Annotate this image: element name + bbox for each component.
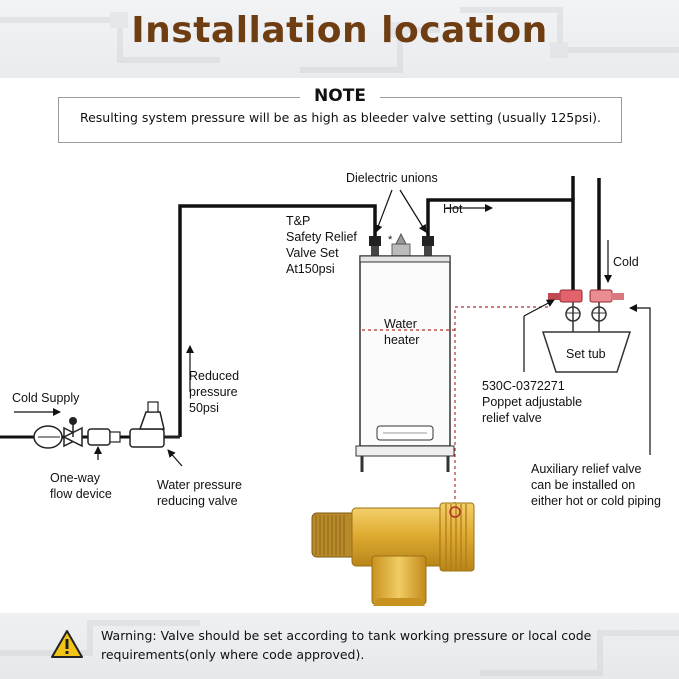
warning-triangle-icon: [51, 630, 83, 658]
dielectric-unions-label: Dielectric unions: [346, 171, 438, 185]
note-label: NOTE: [300, 86, 380, 106]
union-pointer-right: [399, 189, 427, 233]
reduced-pressure-label: Reduced pressure 50psi: [189, 369, 240, 415]
auxiliary-valve-label: Auxiliary relief valve can be installed …: [531, 462, 661, 508]
hot-faucet: [565, 300, 581, 332]
water-heater: [355, 255, 455, 472]
dielectric-union-right: [422, 236, 434, 256]
shutoff-valve: [33, 425, 63, 449]
hot-pipe: [426, 176, 575, 295]
pressure-reducing-pointer: [167, 449, 183, 467]
warning-text: Warning: Valve should be set according t…: [101, 628, 592, 662]
brass-relief-valve-image: [311, 502, 475, 606]
dielectric-union-left: [369, 236, 381, 256]
cold-supply-label: Cold Supply: [12, 391, 80, 405]
asterisk-mark: *: [388, 234, 393, 246]
footer-pipe-pattern: [0, 620, 679, 676]
pressure-reducing-valve: [129, 401, 180, 448]
one-way-label: One-way flow device: [50, 471, 112, 501]
set-tub: [541, 331, 632, 373]
poppet-pointer: [523, 299, 555, 317]
union-pointer-left: [374, 189, 393, 233]
cold-label: Cold: [613, 255, 639, 269]
header-pipe-pattern: [0, 7, 679, 73]
dashed-leader-lines: [360, 306, 548, 505]
poppet-valve-label: 530C-0372271 Poppet adjustable relief va…: [482, 379, 583, 425]
set-tub-label: Set tub: [566, 347, 606, 361]
gate-valve: [62, 417, 84, 448]
pressure-reducing-label: Water pressure reducing valve: [157, 478, 242, 508]
one-way-flow-device: [87, 428, 121, 446]
cold-faucet: [591, 300, 607, 332]
warning-footer: [0, 613, 679, 679]
auxiliary-relief-valve-cold: [589, 289, 624, 303]
hot-label: Hot: [443, 202, 463, 216]
auxiliary-pointer: [629, 304, 651, 455]
note-text: Resulting system pressure will be as hig…: [79, 110, 602, 125]
page-title: Installation location: [131, 10, 548, 51]
water-heater-label: Water heater: [384, 317, 420, 347]
auxiliary-relief-valve-hot: [548, 289, 583, 303]
header-banner: Installation location: [0, 0, 679, 78]
tp-valve-label: T&P Safety Relief Valve Set At150psi: [286, 214, 357, 276]
